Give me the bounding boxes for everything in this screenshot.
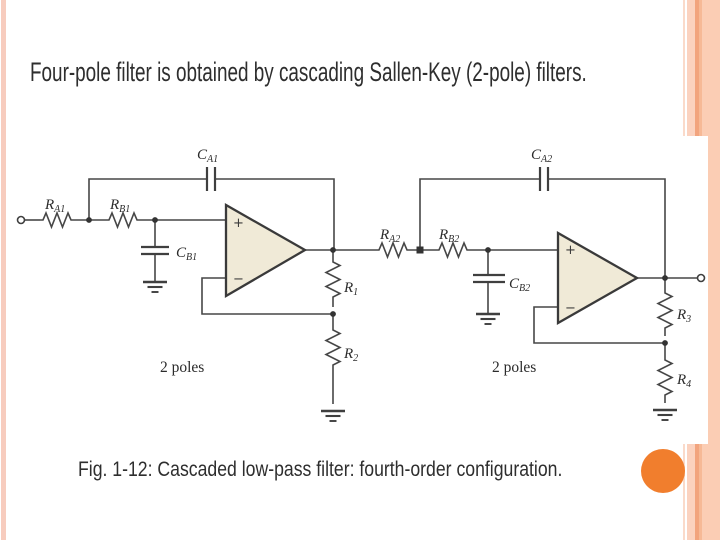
node-dot (330, 247, 336, 253)
capacitor-CA2 (538, 167, 550, 191)
feedback2-right (548, 178, 666, 278)
stage2-note: 2 poles (492, 359, 536, 376)
node-dot (662, 275, 668, 281)
label-CA1: CA1 (197, 147, 218, 165)
output-terminal (696, 273, 706, 283)
opamp2-triangle (556, 231, 640, 325)
opamp2-plus-sign: + (565, 243, 576, 258)
opamp1-triangle (224, 203, 308, 299)
resistor-RA2 (376, 240, 410, 260)
grounds (143, 280, 677, 422)
label-CB1: CB1 (176, 245, 197, 263)
label-CB2: CB2 (509, 276, 530, 294)
feedback1-right (215, 178, 335, 250)
label-R1: R1 (343, 280, 358, 298)
label-CA2: CA2 (531, 147, 552, 165)
resistor-R4 (656, 343, 674, 403)
capacitor-CB2 (473, 273, 505, 284)
junction-nodes (86, 217, 668, 346)
resistor-R3 (656, 278, 674, 336)
capacitor-CB1 (141, 245, 169, 256)
resistor-RB2 (436, 240, 470, 260)
stage1-note: 2 poles (160, 359, 204, 376)
resistor-R1 (324, 250, 342, 307)
node-dot (86, 217, 92, 223)
capacitor-CA1 (205, 167, 217, 191)
resistor-RB1 (106, 210, 140, 230)
feedback2-left (419, 178, 540, 250)
slide-number-ellipse (641, 449, 685, 493)
slide-title: Four-pole filter is obtained by cascadin… (30, 57, 587, 87)
input-terminal (16, 215, 26, 225)
opamp2-minus-sign: − (565, 301, 576, 316)
label-RA2: RA2 (379, 227, 400, 245)
feedback1-minus (201, 277, 333, 315)
node-dot (662, 340, 668, 346)
label-R2: R2 (343, 346, 358, 364)
resistor-R2 (324, 314, 342, 404)
label-RA1: RA1 (44, 197, 65, 215)
label-R4: R4 (676, 372, 691, 390)
node-dot (152, 217, 158, 223)
opamp1-plus-sign: + (233, 216, 244, 231)
label-R3: R3 (676, 307, 691, 325)
node-dot (330, 311, 336, 317)
circuit-figure: + − + − RA1 RB1 CA1 CB1 RA2 RB2 CA2 CB2 … (8, 136, 708, 444)
figure-caption: Fig. 1-12: Cascaded low-pass filter: fou… (78, 458, 563, 481)
label-RB2: RB2 (438, 227, 459, 245)
left-border-stripe (1, 0, 6, 540)
node-square (416, 246, 424, 254)
node-dot (485, 247, 491, 253)
label-RB1: RB1 (109, 197, 130, 215)
capacitors (141, 167, 550, 284)
resistor-RA1 (40, 210, 74, 230)
feedback1-left (88, 178, 207, 220)
circuit-diagram: + − + − RA1 RB1 CA1 CB1 RA2 RB2 CA2 CB2 … (16, 147, 706, 422)
feedback2-minus (533, 306, 665, 344)
opamp1-minus-sign: − (233, 272, 244, 287)
